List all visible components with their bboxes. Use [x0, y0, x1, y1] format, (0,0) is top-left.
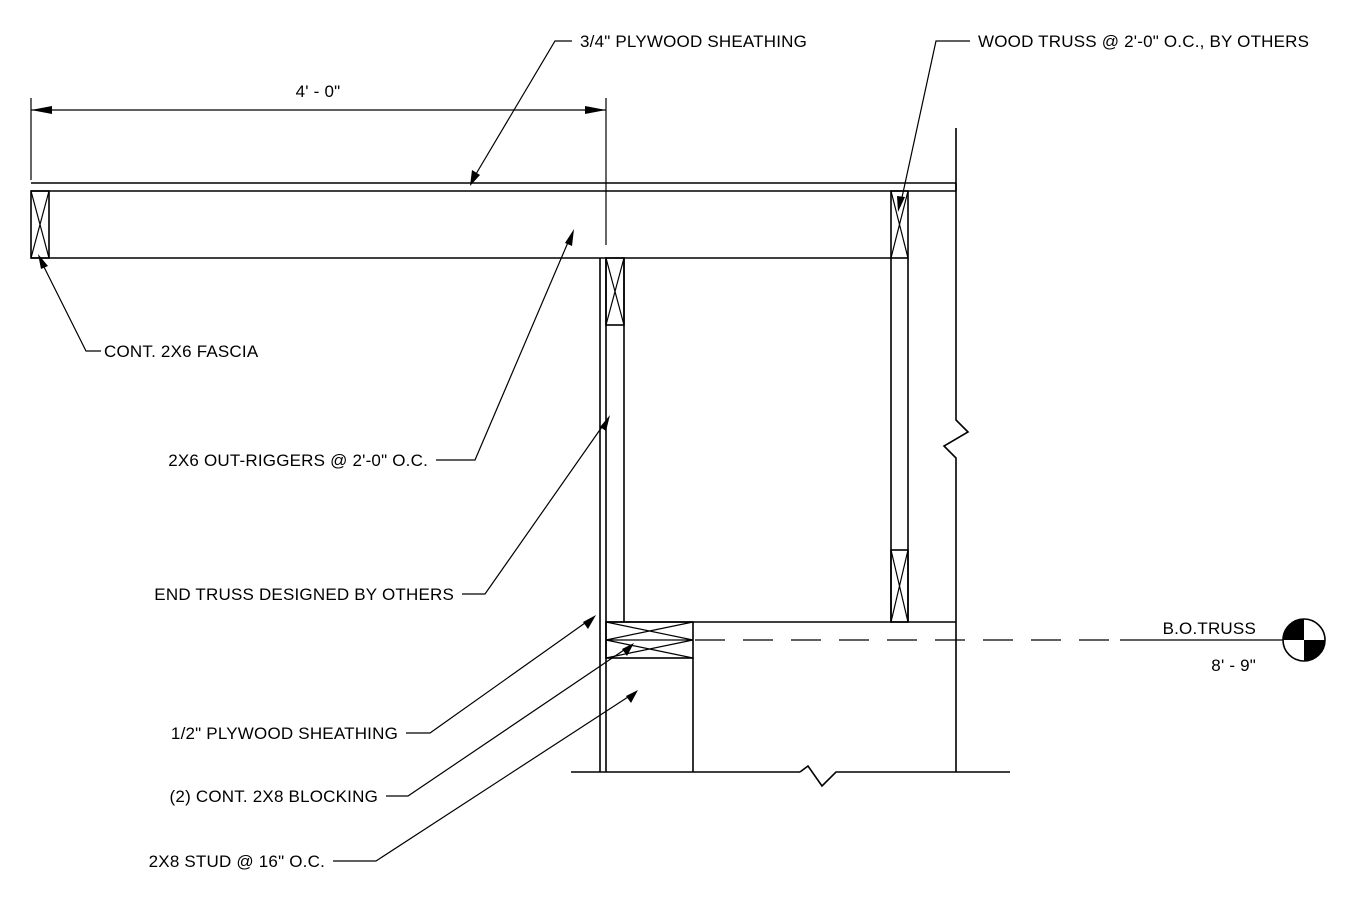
callout-fascia: CONT. 2X6 FASCIA [38, 254, 259, 361]
callout-wall-sheathing-text: 1/2" PLYWOOD SHEATHING [171, 724, 398, 743]
callout-end-truss: END TRUSS DESIGNED BY OTHERS [154, 415, 610, 604]
callout-roof-sheathing: 3/4" PLYWOOD SHEATHING [470, 32, 807, 186]
callout-blocking: (2) CONT. 2X8 BLOCKING [170, 643, 634, 806]
wood-truss [890, 190, 909, 623]
callout-stud: 2X8 STUD @ 16" O.C. [149, 690, 638, 871]
callout-fascia-text: CONT. 2X6 FASCIA [104, 342, 259, 361]
elevation-target-icon [1282, 618, 1326, 662]
callout-roof-sheathing-text: 3/4" PLYWOOD SHEATHING [580, 32, 807, 51]
callout-outriggers-text: 2X6 OUT-RIGGERS @ 2'-0" O.C. [168, 451, 428, 470]
dimension-text: 4' - 0" [296, 82, 341, 101]
end-truss [599, 257, 956, 772]
callout-wall-sheathing: 1/2" PLYWOOD SHEATHING [171, 615, 596, 743]
callout-end-truss-text: END TRUSS DESIGNED BY OTHERS [154, 585, 454, 604]
callout-blocking-text: (2) CONT. 2X8 BLOCKING [170, 787, 378, 806]
blocking [605, 621, 694, 659]
fascia-board [30, 190, 50, 259]
break-line [942, 128, 970, 772]
callout-wood-truss-text: WOOD TRUSS @ 2'-0" O.C., BY OTHERS [978, 32, 1309, 51]
callout-outriggers: 2X6 OUT-RIGGERS @ 2'-0" O.C. [168, 229, 574, 470]
roof-assembly [31, 182, 957, 259]
overhang-dimension: 4' - 0" [30, 82, 607, 245]
callout-wood-truss: WOOD TRUSS @ 2'-0" O.C., BY OTHERS [897, 32, 1309, 212]
bo-truss-reference: B.O.TRUSS 8' - 9" [695, 618, 1326, 675]
stud-wall [571, 658, 1010, 788]
callout-stud-text: 2X8 STUD @ 16" O.C. [149, 852, 325, 871]
elevation-value: 8' - 9" [1211, 656, 1256, 675]
elevation-name: B.O.TRUSS [1163, 619, 1256, 638]
